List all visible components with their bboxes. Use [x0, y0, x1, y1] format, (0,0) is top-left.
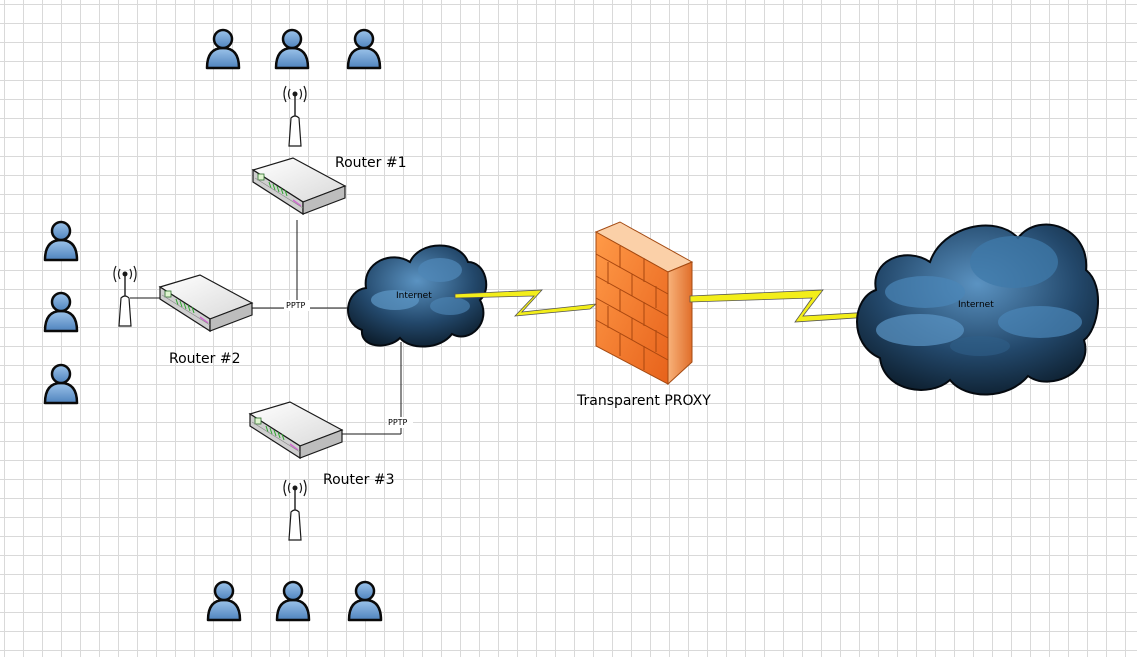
pptp-label-router2: PPTP: [286, 301, 306, 310]
user-icon: [43, 291, 79, 333]
user-icon: [274, 28, 310, 70]
user-icon: [205, 28, 241, 70]
wifi-antenna-icon: [113, 265, 137, 327]
pptp-label-bg-1: [284, 300, 310, 311]
pptp-label-bg-2: [387, 417, 413, 428]
user-icon: [346, 28, 382, 70]
router-3-icon: [249, 401, 343, 459]
router-2-label: Router #2: [169, 351, 240, 367]
pptp-label-router3: PPTP: [388, 418, 408, 427]
user-icon: [43, 363, 79, 405]
wifi-antenna-icon: [283, 85, 307, 147]
firewall-label: Transparent PROXY: [576, 393, 711, 409]
user-icon: [206, 580, 242, 622]
router-1-icon: [252, 157, 346, 215]
router-3-label: Router #3: [323, 472, 394, 488]
wan-link-lightning-icon: [454, 289, 598, 317]
cloud-local-label: Internet: [396, 291, 432, 301]
user-icon: [275, 580, 311, 622]
router-1-label: Router #1: [335, 155, 406, 171]
cloud-remote-label: Internet: [958, 300, 994, 310]
user-icon: [347, 580, 383, 622]
user-icon: [43, 220, 79, 262]
internet-cloud-remote-icon: [856, 223, 1099, 396]
firewall-icon: [594, 221, 694, 386]
internet-cloud-local-icon: [347, 244, 488, 348]
wifi-antenna-icon: [283, 479, 307, 541]
router-2-icon: [159, 274, 253, 332]
